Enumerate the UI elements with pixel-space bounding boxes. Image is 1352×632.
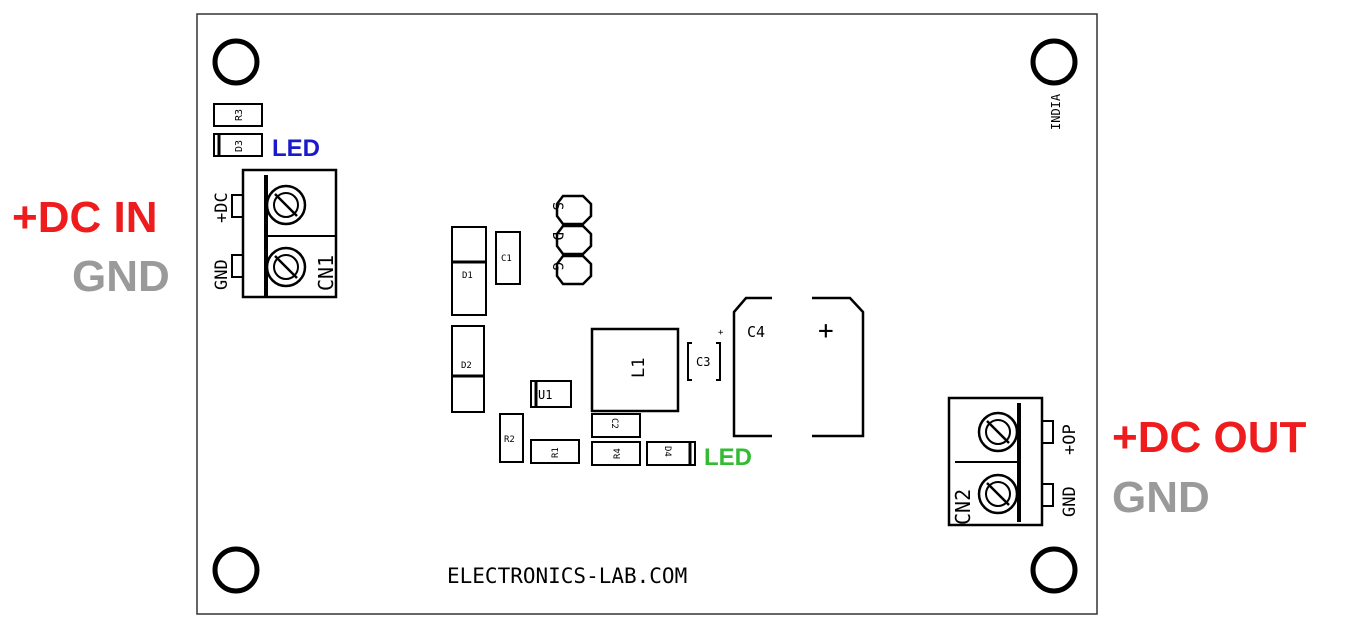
svg-text:+: + bbox=[818, 316, 834, 346]
dc-in-label: +DC IN bbox=[12, 193, 157, 242]
terminal-cn2: CN2 +OP GND bbox=[947, 396, 1080, 527]
diode-d4: D4 bbox=[646, 441, 696, 466]
svg-text:+OP: +OP bbox=[1060, 424, 1080, 455]
svg-text:D: D bbox=[549, 232, 565, 240]
svg-text:GND: GND bbox=[212, 259, 232, 290]
dc-out-label: +DC OUT bbox=[1112, 413, 1306, 462]
mounting-hole-top-left bbox=[212, 38, 260, 86]
mounting-hole-bottom-left bbox=[212, 546, 260, 594]
svg-text:C3: C3 bbox=[696, 355, 710, 369]
svg-text:D4: D4 bbox=[662, 446, 672, 457]
svg-text:CN2: CN2 bbox=[951, 489, 975, 525]
svg-text:D2: D2 bbox=[461, 361, 472, 371]
mounting-hole-top-right bbox=[1030, 38, 1078, 86]
header-sdg: S D G bbox=[549, 194, 593, 286]
svg-text:R2: R2 bbox=[504, 435, 515, 445]
svg-text:L1: L1 bbox=[629, 358, 649, 378]
svg-text:D3: D3 bbox=[234, 140, 245, 152]
regulator-u1: U1 bbox=[530, 380, 572, 408]
svg-text:U1: U1 bbox=[538, 388, 552, 402]
dc-out-gnd-label: GND bbox=[1112, 473, 1210, 522]
svg-text:+: + bbox=[718, 328, 724, 338]
svg-text:C2: C2 bbox=[609, 418, 619, 429]
svg-text:R4: R4 bbox=[613, 448, 623, 459]
led-top-label: LED bbox=[272, 135, 320, 162]
capacitor-c4: C4 + bbox=[732, 296, 865, 438]
resistor-r3: R3 bbox=[213, 103, 263, 127]
resistor-r1: R1 bbox=[530, 439, 580, 464]
diode-d1: D1 bbox=[451, 226, 487, 316]
board-outline bbox=[196, 13, 1098, 615]
capacitor-c1: C1 bbox=[495, 231, 521, 285]
svg-text:C4: C4 bbox=[747, 323, 765, 341]
country-label: INDIA bbox=[1049, 93, 1063, 130]
svg-text:GND: GND bbox=[1060, 486, 1080, 517]
resistor-r2: R2 bbox=[499, 413, 524, 463]
capacitor-c2: C2 bbox=[591, 413, 641, 438]
led-bottom-label: LED bbox=[704, 444, 752, 471]
resistor-r4: R4 bbox=[591, 441, 641, 466]
terminal-cn1: CN1 +DC GND bbox=[212, 168, 338, 299]
svg-text:G: G bbox=[549, 262, 565, 270]
svg-text:S: S bbox=[549, 202, 565, 210]
capacitor-c3: C3 + bbox=[687, 328, 724, 381]
mounting-hole-bottom-right bbox=[1030, 546, 1078, 594]
dc-in-gnd-label: GND bbox=[72, 252, 170, 301]
svg-text:C1: C1 bbox=[501, 254, 512, 264]
svg-text:D1: D1 bbox=[462, 271, 473, 281]
svg-text:CN1: CN1 bbox=[314, 255, 338, 291]
svg-text:R3: R3 bbox=[234, 109, 245, 121]
diode-d3: D3 bbox=[213, 133, 263, 157]
brand-label: ELECTRONICS-LAB.COM bbox=[447, 564, 687, 588]
inductor-l1: L1 bbox=[590, 327, 680, 413]
diode-d2: D2 bbox=[451, 325, 485, 413]
svg-text:+DC: +DC bbox=[212, 192, 232, 223]
svg-text:R1: R1 bbox=[551, 447, 561, 458]
